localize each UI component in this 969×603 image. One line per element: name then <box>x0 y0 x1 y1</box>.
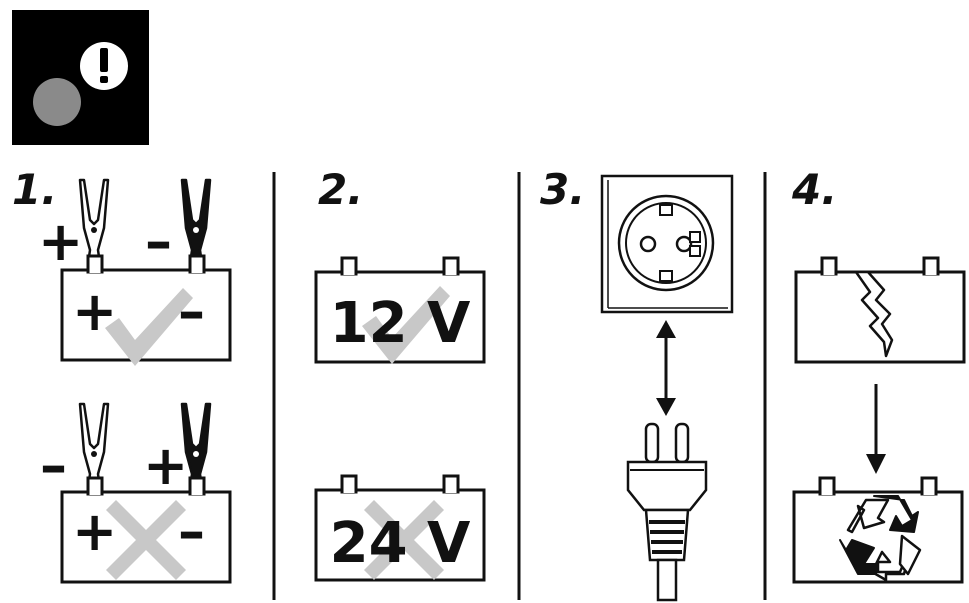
voltage-wrong-label: 24 V <box>330 511 471 576</box>
correct-connection: + – + – <box>38 178 232 366</box>
step-1-number: 1. <box>12 165 57 214</box>
step-3-number: 3. <box>540 165 585 214</box>
warning-icon <box>12 10 149 145</box>
battery-plus-sign: + <box>72 500 117 563</box>
wrong-connection: – + + – <box>40 402 232 584</box>
double-arrow-icon <box>656 320 676 416</box>
red-clamp-icon <box>78 402 110 490</box>
clamp-plus-sign: + <box>143 434 188 497</box>
clamp-minus-sign: – <box>40 434 67 497</box>
battery-plus-sign: + <box>72 280 117 343</box>
recycle-icon <box>839 495 922 582</box>
clamp-minus-sign: – <box>145 210 172 273</box>
recycle-battery <box>792 476 964 584</box>
battery-minus-sign: – <box>178 500 205 563</box>
step-4-number: 4. <box>791 165 837 214</box>
black-clamp-icon <box>180 178 212 266</box>
red-clamp-icon <box>78 178 110 266</box>
wall-socket-icon <box>600 174 734 314</box>
voltage-ok-label: 12 V <box>330 291 471 356</box>
step-2-number: 2. <box>318 165 363 214</box>
battery-minus-sign: – <box>178 280 205 343</box>
voltage-ok: 12 V <box>314 256 486 364</box>
down-arrow-icon <box>866 384 886 474</box>
clamp-plus-sign: + <box>38 210 83 273</box>
broken-battery-icon <box>794 256 966 364</box>
plug-icon <box>626 422 708 602</box>
voltage-wrong: 24 V <box>314 474 486 582</box>
